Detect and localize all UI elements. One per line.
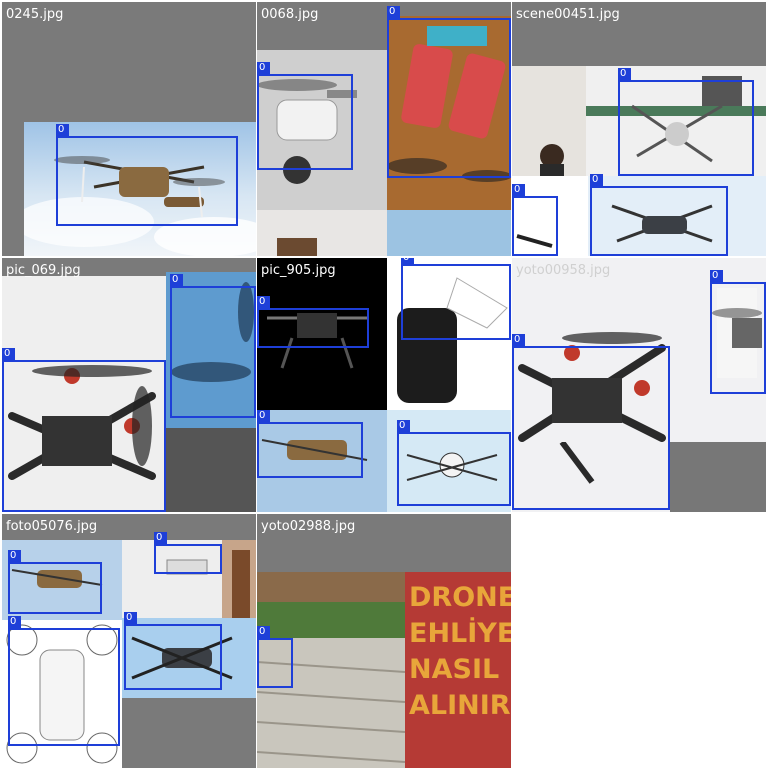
class-label: 0 xyxy=(257,296,270,308)
class-label: 0 xyxy=(124,612,137,624)
detection-box[interactable]: 0 xyxy=(56,124,238,226)
detection-box[interactable]: 0 xyxy=(8,616,120,746)
background-photo xyxy=(512,442,766,512)
drone-photo xyxy=(512,258,766,442)
detection-box[interactable]: 0 xyxy=(590,174,728,256)
class-label: 0 xyxy=(618,68,631,80)
banner-line: ALINIR? xyxy=(409,690,511,721)
banner-line: EHLİYE xyxy=(409,618,511,649)
image-tile[interactable]: scene00451.jpg xyxy=(512,2,766,256)
tile-filename: pic_069.jpg xyxy=(6,263,81,278)
class-label: 0 xyxy=(257,410,270,422)
image-tile[interactable]: foto05076.jpg xyxy=(2,514,256,768)
class-label: 0 xyxy=(401,258,414,264)
banner-line: DRONE xyxy=(409,582,511,613)
image-tile[interactable]: 0068.jpg xyxy=(257,2,511,256)
detection-box[interactable]: 0 xyxy=(257,626,293,688)
detection-box[interactable]: 0 xyxy=(512,184,558,256)
drone-photo xyxy=(122,618,256,698)
empty-area xyxy=(512,514,768,768)
banner-text: DRONE EHLİYE NASIL ALINIR? xyxy=(409,580,511,724)
class-label: 0 xyxy=(590,174,603,186)
class-label: 0 xyxy=(56,124,69,136)
detection-box[interactable]: 0 xyxy=(512,334,670,510)
banner-photo: DRONE EHLİYE NASIL ALINIR? xyxy=(405,572,511,768)
background-photo xyxy=(257,210,511,256)
class-label: 0 xyxy=(512,184,525,196)
class-label: 0 xyxy=(397,420,410,432)
image-tile[interactable]: pic_069.jpg 0 xyxy=(2,258,256,512)
drone-photo xyxy=(24,122,256,256)
tile-filename: yoto02988.jpg xyxy=(261,519,356,534)
image-tile[interactable]: pic_905.jpg xyxy=(257,258,511,512)
tile-filename: 0068.jpg xyxy=(261,7,319,22)
drone-photo xyxy=(2,620,122,768)
drone-photo xyxy=(122,540,256,618)
drone-photo xyxy=(512,176,766,256)
detection-box[interactable]: 0 xyxy=(710,270,766,394)
detection-box[interactable]: 0 xyxy=(387,6,511,178)
drone-photo xyxy=(257,258,387,410)
class-label: 0 xyxy=(2,348,15,360)
detection-box[interactable]: 0 xyxy=(2,348,166,512)
detection-box[interactable]: 0 xyxy=(401,258,511,340)
tile-filename: yoto00958.jpg xyxy=(516,263,611,278)
drone-photo xyxy=(512,66,766,176)
drone-photo xyxy=(387,16,511,211)
image-tile[interactable]: yoto00958.jpg xyxy=(512,258,766,512)
drone-photo xyxy=(2,276,166,512)
class-label: 0 xyxy=(257,62,270,74)
detection-box[interactable]: 0 xyxy=(8,550,102,614)
drone-photo xyxy=(387,258,511,410)
detection-box[interactable]: 0 xyxy=(397,420,511,506)
drone-photo xyxy=(257,410,387,512)
drone-photo xyxy=(387,410,511,512)
drone-photo xyxy=(166,272,256,428)
tile-filename: foto05076.jpg xyxy=(6,519,98,534)
detection-box[interactable]: 0 xyxy=(257,296,369,348)
tile-filename: 0245.jpg xyxy=(6,7,64,22)
detection-box[interactable]: 0 xyxy=(257,410,363,478)
image-tile[interactable]: yoto02988.jpg DRONE EHLİYE NASIL ALINIR? xyxy=(257,514,511,768)
drone-photo xyxy=(257,50,397,210)
detection-box[interactable]: 0 xyxy=(154,532,222,574)
detection-box[interactable]: 0 xyxy=(170,274,256,418)
class-label: 0 xyxy=(512,334,525,346)
detection-box[interactable]: 0 xyxy=(257,62,353,170)
image-tile[interactable]: 0245.jpg 0 xyxy=(2,2,256,256)
tile-filename: scene00451.jpg xyxy=(516,7,620,22)
class-label: 0 xyxy=(8,550,21,562)
class-label: 0 xyxy=(710,270,723,282)
banner-line: NASIL xyxy=(409,654,500,685)
tile-filename: pic_905.jpg xyxy=(261,263,336,278)
class-label: 0 xyxy=(257,626,270,638)
class-label: 0 xyxy=(8,616,21,628)
detection-box[interactable]: 0 xyxy=(618,68,754,176)
drone-photo xyxy=(257,572,405,768)
class-label: 0 xyxy=(154,532,167,544)
drone-photo xyxy=(2,540,122,620)
class-label: 0 xyxy=(170,274,183,286)
background-photo xyxy=(166,428,256,512)
class-label: 0 xyxy=(387,6,400,18)
detection-box[interactable]: 0 xyxy=(124,612,222,690)
